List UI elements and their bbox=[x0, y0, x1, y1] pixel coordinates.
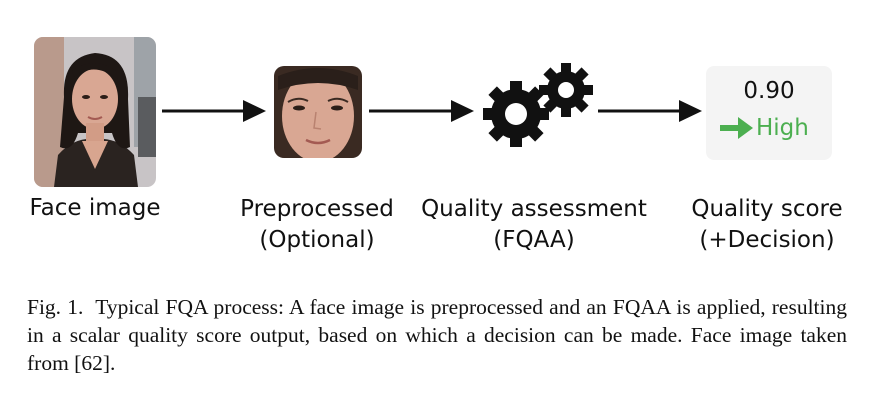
step-label-line1: Face image bbox=[29, 195, 161, 221]
face-crop bbox=[274, 66, 362, 158]
arrow-1 bbox=[162, 100, 266, 122]
step-label-quality-score: Quality score (+Decision) bbox=[672, 194, 862, 256]
step-label-line2: (Optional) bbox=[259, 227, 375, 253]
caption-label: Fig. 1. bbox=[27, 295, 84, 319]
face-photo-icon bbox=[34, 37, 156, 187]
step-label-line1: Quality assessment bbox=[421, 196, 647, 222]
arrow-3 bbox=[598, 100, 702, 122]
decision-label: High bbox=[756, 115, 809, 141]
step-label-face-image: Face image bbox=[0, 193, 190, 224]
face-photo bbox=[34, 37, 156, 187]
face-crop-icon bbox=[274, 66, 362, 158]
step-label-preprocessed: Preprocessed (Optional) bbox=[222, 194, 412, 256]
gears-icon bbox=[483, 63, 593, 147]
caption-text: Typical FQA process: A face image is pre… bbox=[27, 295, 848, 375]
quality-gears bbox=[476, 62, 596, 154]
green-arrow-icon bbox=[720, 117, 753, 139]
step-label-quality-assessment: Quality assessment (FQAA) bbox=[413, 194, 655, 256]
score-value: 0.90 bbox=[743, 78, 795, 104]
arrow-2 bbox=[369, 100, 474, 122]
quality-score-box: 0.90 High bbox=[706, 66, 832, 160]
step-label-line2: (FQAA) bbox=[493, 227, 575, 253]
flow-arrows bbox=[162, 100, 702, 122]
step-label-line1: Preprocessed bbox=[240, 196, 394, 222]
step-label-line1: Quality score bbox=[691, 196, 843, 222]
decision: High bbox=[720, 113, 809, 143]
figure-caption: Fig. 1. Typical FQA process: A face imag… bbox=[27, 293, 847, 377]
step-label-line2: (+Decision) bbox=[699, 227, 835, 253]
